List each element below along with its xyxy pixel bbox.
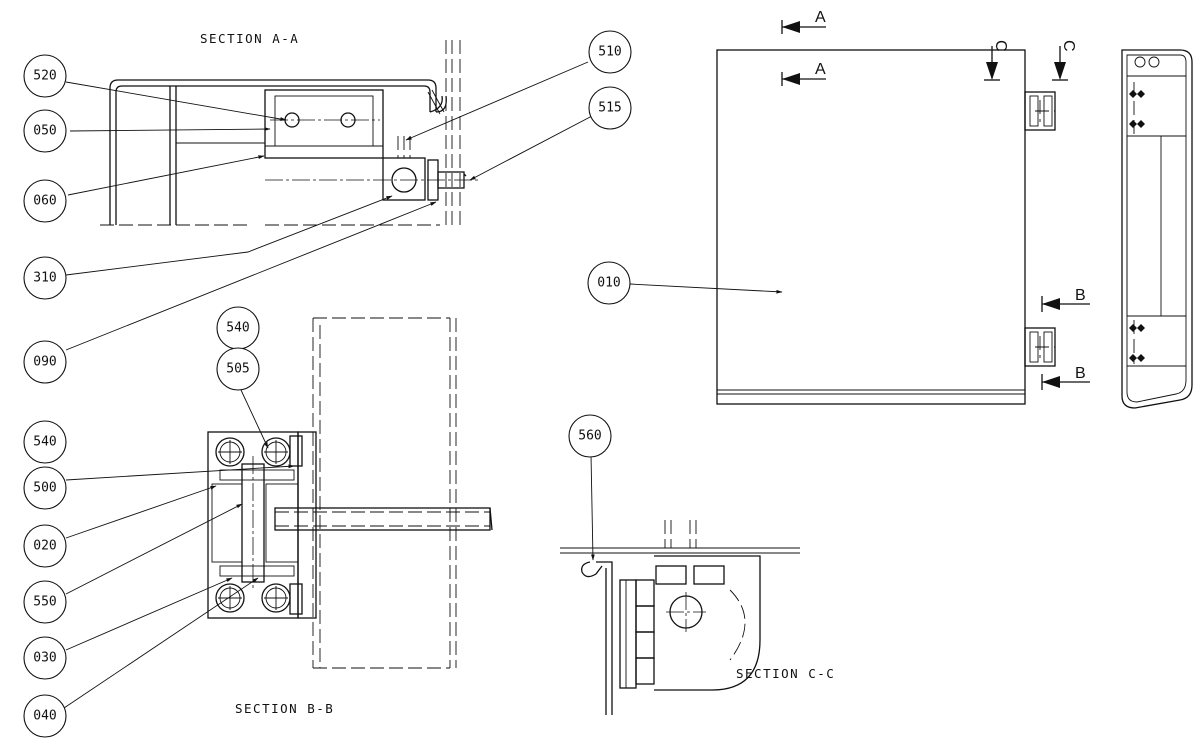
callout-040: 040: [23, 694, 67, 738]
svg-text:060: 060: [33, 194, 56, 209]
svg-text:050: 050: [33, 124, 56, 139]
svg-text:540: 540: [226, 321, 249, 336]
callout-030: 030: [23, 636, 67, 680]
callout-500: 500: [23, 466, 67, 510]
callout-520: 520: [23, 54, 67, 98]
svg-text:540: 540: [33, 435, 56, 450]
section-aa-title: SECTION A-A: [200, 31, 299, 46]
callout-010: 010: [587, 261, 631, 305]
section-marker-c-left: C: [984, 40, 1009, 81]
svg-text:B: B: [1075, 287, 1086, 304]
svg-text:020: 020: [33, 539, 56, 554]
section-bb-title: SECTION B-B: [235, 701, 334, 716]
svg-text:A: A: [815, 9, 826, 26]
section-cc-view: SECTION C-C: [560, 520, 835, 715]
callout-510: 510: [588, 30, 632, 74]
svg-text:310: 310: [33, 271, 56, 286]
svg-text:515: 515: [598, 101, 621, 116]
callout-505: 505: [216, 347, 260, 391]
svg-text:040: 040: [33, 709, 56, 724]
door-panel: [716, 49, 1026, 405]
svg-text:A: A: [815, 61, 826, 78]
section-marker-b-top: B: [1041, 287, 1090, 312]
callout-540-left: 540: [23, 420, 67, 464]
section-marker-a-bottom: A: [781, 61, 826, 86]
callout-560: 560: [568, 414, 612, 458]
section-cc-title: SECTION C-C: [736, 666, 835, 681]
callout-540-top: 540: [216, 306, 260, 350]
svg-text:500: 500: [33, 481, 56, 496]
svg-text:560: 560: [578, 429, 601, 444]
callout-020: 020: [23, 524, 67, 568]
svg-text:010: 010: [597, 276, 620, 291]
front-view: [716, 49, 1056, 405]
callout-310: 310: [23, 256, 67, 300]
svg-text:B: B: [1075, 365, 1086, 382]
svg-text:550: 550: [33, 595, 56, 610]
side-view: [1121, 49, 1193, 409]
svg-text:510: 510: [598, 45, 621, 60]
callout-060: 060: [23, 179, 67, 223]
svg-text:C: C: [1060, 40, 1077, 52]
svg-text:520: 520: [33, 69, 56, 84]
callout-550: 550: [23, 580, 67, 624]
callout-515: 515: [588, 86, 632, 130]
section-aa-view: SECTION A-A: [100, 31, 480, 230]
svg-text:030: 030: [33, 651, 56, 666]
svg-text:C: C: [992, 40, 1009, 52]
svg-text:505: 505: [226, 362, 249, 377]
callout-090: 090: [23, 340, 67, 384]
svg-text:090: 090: [33, 355, 56, 370]
leader-lines: [63, 61, 783, 709]
callout-050: 050: [23, 109, 67, 153]
section-marker-c-right: C: [1052, 40, 1077, 81]
section-bb-view: SECTION B-B: [207, 317, 493, 716]
section-marker-b-bottom: B: [1041, 365, 1090, 390]
section-marker-a-top: A: [781, 9, 826, 34]
